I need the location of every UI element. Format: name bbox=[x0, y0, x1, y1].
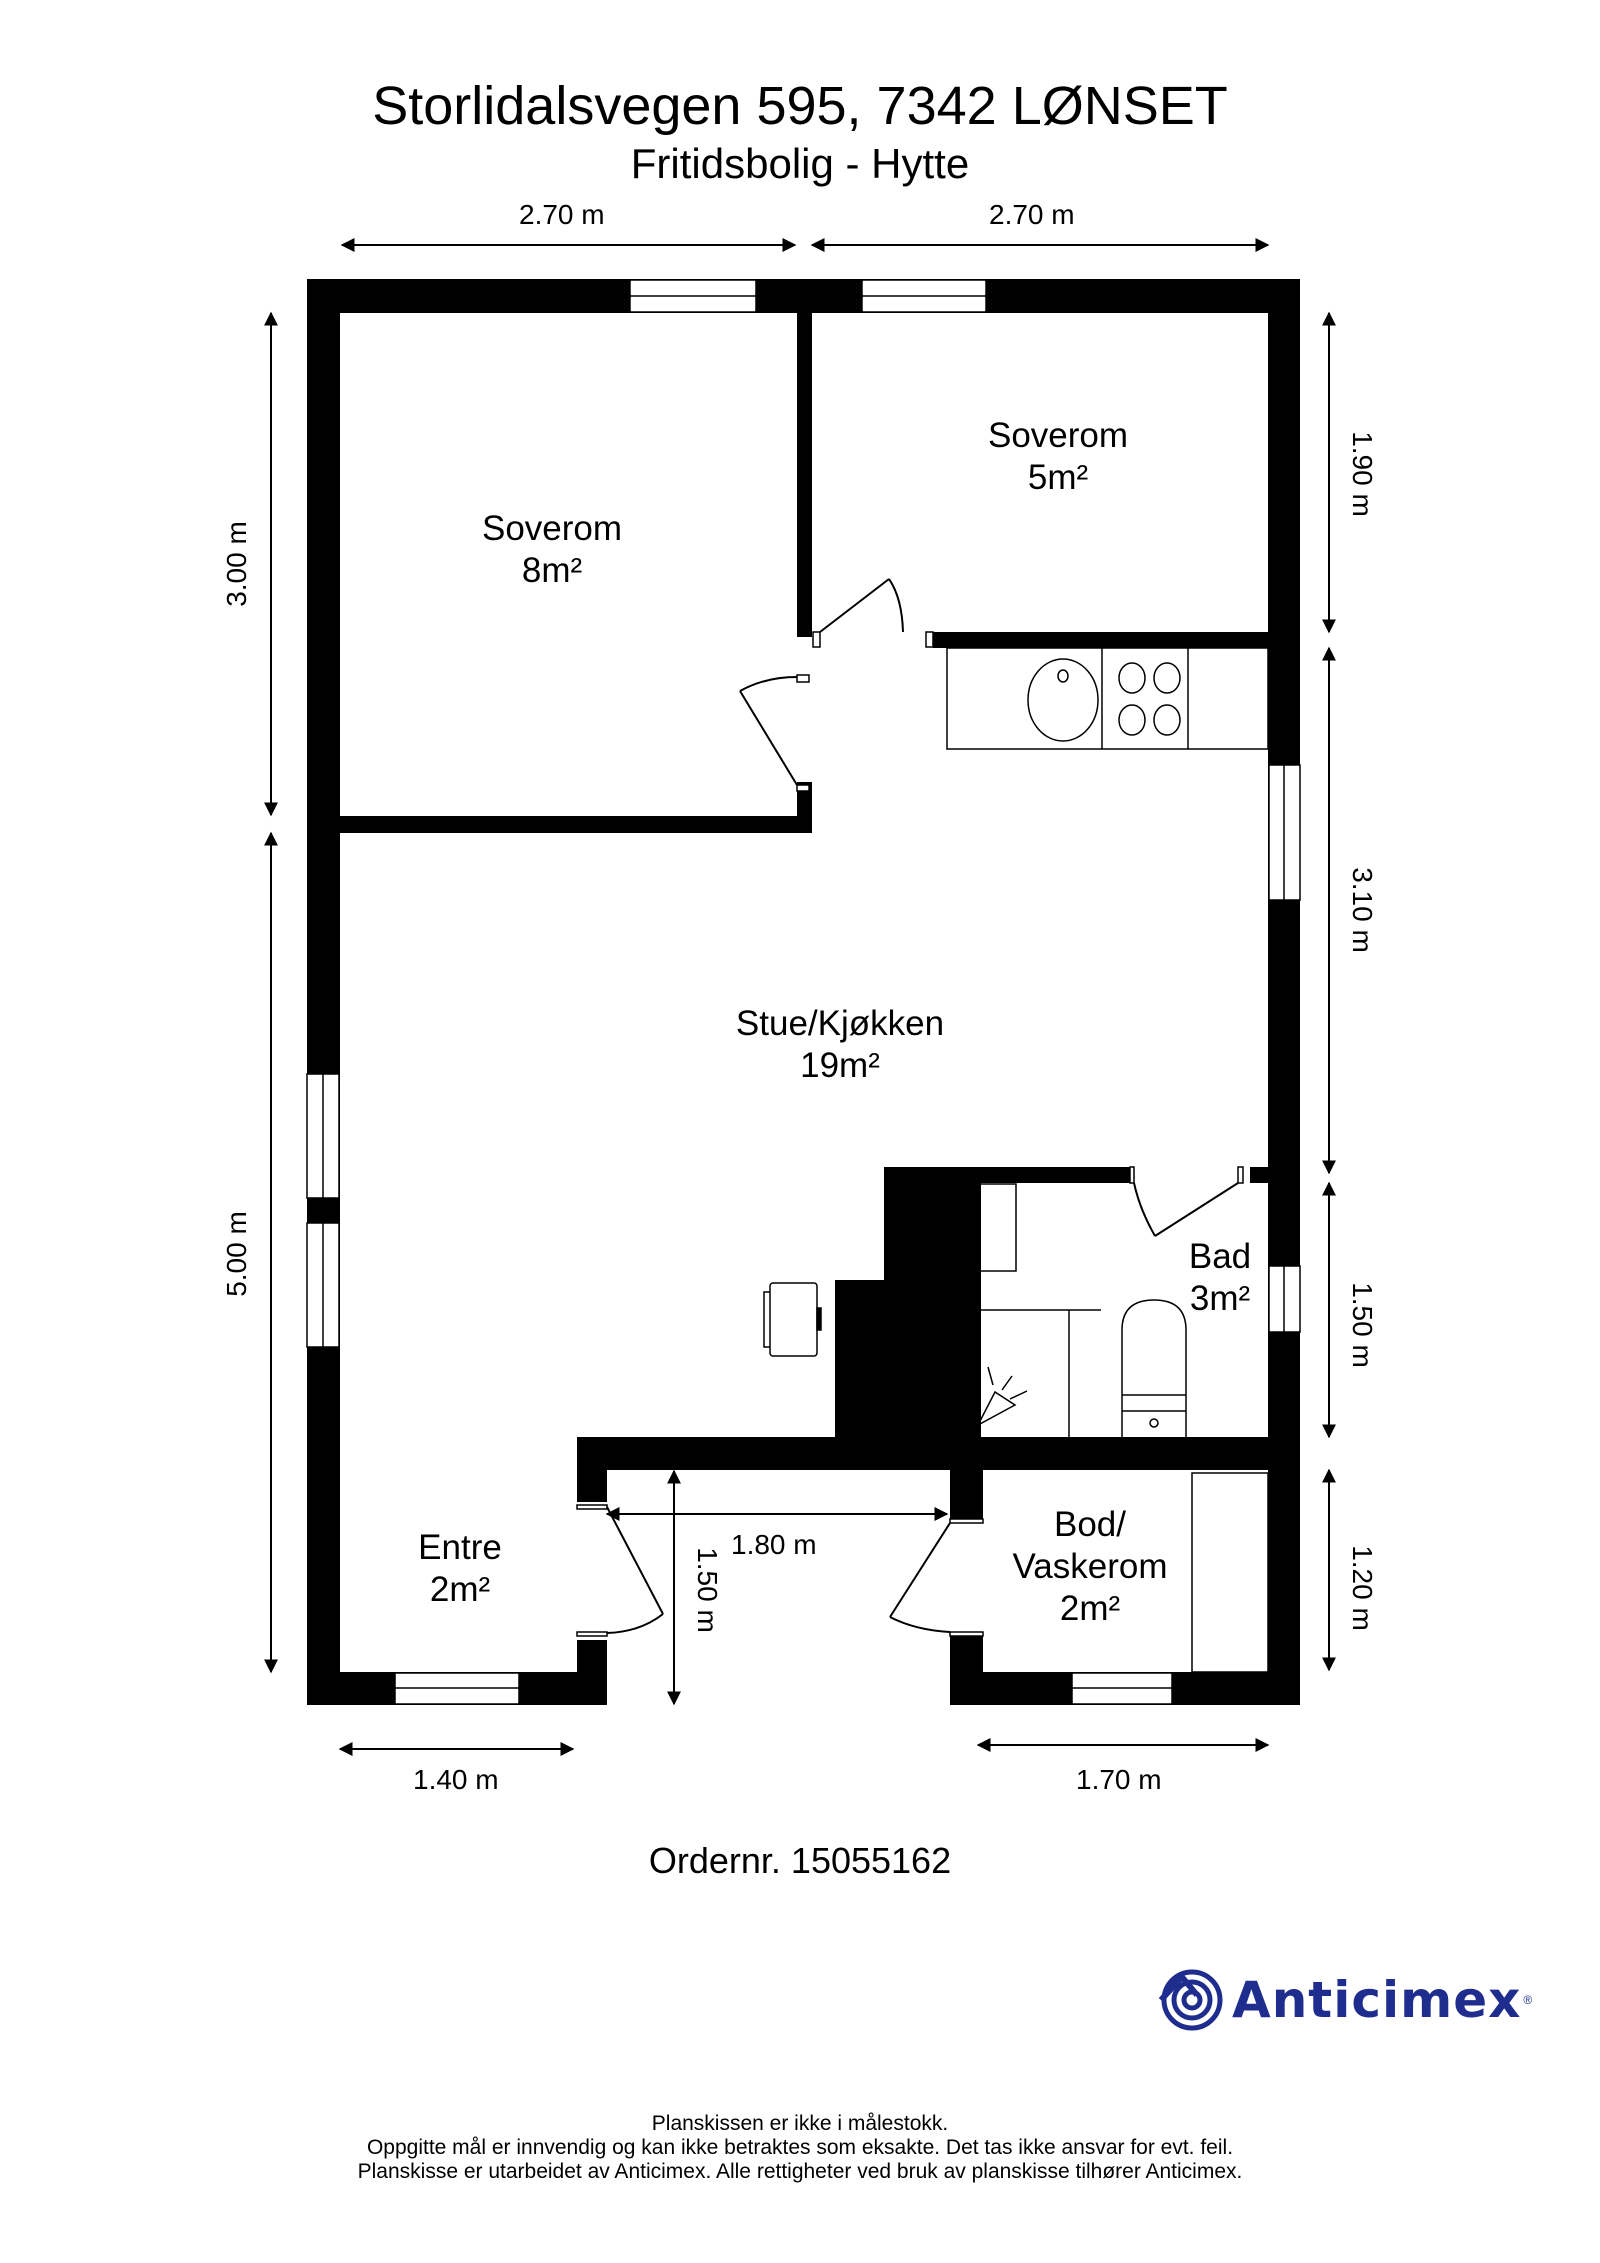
room-bod-vaskerom: Bod/ Vaskerom 2m² bbox=[990, 1504, 1190, 1630]
shower-cabin-icon bbox=[952, 1183, 1017, 1272]
property-type: Fritidsbolig - Hytte bbox=[630, 140, 970, 187]
disclaimer-line: Planskisse er utarbeidet av Anticimex. A… bbox=[357, 2160, 1243, 2183]
disclaimer-line: Oppgitte mål er innvendig og kan ikke be… bbox=[366, 2136, 1234, 2159]
room-soverom-1: Soverom 8m² bbox=[452, 508, 652, 592]
disclaimer-line: Planskissen er ikke i målestokk. bbox=[651, 2112, 949, 2135]
room-stue-kjokken: Stue/Kjøkken 19m² bbox=[690, 1003, 990, 1087]
dimension-lines bbox=[264, 238, 1336, 1756]
room-area: 19m² bbox=[800, 1046, 880, 1085]
dim-right-3: 1.50 m bbox=[1346, 1282, 1378, 1368]
dim-left-upper: 3.00 m bbox=[220, 521, 252, 607]
dim-right-2: 3.10 m bbox=[1346, 867, 1378, 953]
room-name: Soverom bbox=[987, 416, 1129, 455]
registered-mark: ® bbox=[1523, 1993, 1533, 2007]
windows bbox=[306, 279, 1301, 1705]
property-address: Storlidalsvegen 595, 7342 LØNSET bbox=[372, 76, 1228, 136]
dim-porch-depth: 1.50 m bbox=[691, 1547, 723, 1633]
toilet-icon bbox=[1121, 1299, 1187, 1437]
room-bad: Bad 3m² bbox=[1160, 1236, 1280, 1320]
dim-right-1: 1.90 m bbox=[1346, 431, 1378, 517]
room-name: Soverom bbox=[481, 509, 623, 548]
logo-text: Anticimex bbox=[1232, 1971, 1522, 2029]
room-name: Entre bbox=[418, 1528, 502, 1567]
room-area: 3m² bbox=[1189, 1279, 1251, 1318]
dim-left-lower: 5.00 m bbox=[220, 1211, 252, 1297]
bod-shelf bbox=[1191, 1472, 1269, 1673]
room-entre: Entre 2m² bbox=[400, 1527, 520, 1611]
sink-icon bbox=[1027, 658, 1099, 742]
dim-porch-width: 1.80 m bbox=[731, 1529, 817, 1560]
doors bbox=[576, 578, 1244, 1637]
dim-top-right: 2.70 m bbox=[989, 199, 1075, 230]
kitchen-counter bbox=[946, 647, 1269, 750]
room-area: 5m² bbox=[1027, 458, 1089, 497]
bathroom-fixtures bbox=[763, 1183, 1187, 1437]
room-name: Bod/ bbox=[1054, 1505, 1126, 1544]
anticimex-logo-icon bbox=[1158, 1969, 1223, 2031]
disclaimer: Planskissen er ikke i målestokk. Oppgitt… bbox=[0, 2112, 1600, 2184]
dim-top-left: 2.70 m bbox=[519, 199, 605, 230]
room-name-2: Vaskerom bbox=[1012, 1547, 1168, 1586]
fireplace-icon bbox=[763, 1282, 822, 1357]
room-name: Stue/Kjøkken bbox=[735, 1004, 945, 1043]
room-area: 2m² bbox=[1059, 1589, 1121, 1628]
room-name: Bad bbox=[1188, 1237, 1252, 1276]
room-area: 2m² bbox=[429, 1570, 491, 1609]
order-number: Ordernr. 15055162 bbox=[648, 1840, 952, 1881]
dim-bottom-right: 1.70 m bbox=[1076, 1764, 1162, 1795]
stove-icon bbox=[1118, 662, 1181, 736]
dim-bottom-left: 1.40 m bbox=[413, 1764, 499, 1795]
room-area: 8m² bbox=[521, 551, 583, 590]
anticimex-logo: Anticimex® bbox=[1232, 1965, 1532, 2035]
shower-area-icon bbox=[976, 1309, 1101, 1437]
room-soverom-2: Soverom 5m² bbox=[958, 415, 1158, 499]
walls bbox=[307, 279, 1300, 1705]
dim-right-4: 1.20 m bbox=[1346, 1545, 1378, 1631]
